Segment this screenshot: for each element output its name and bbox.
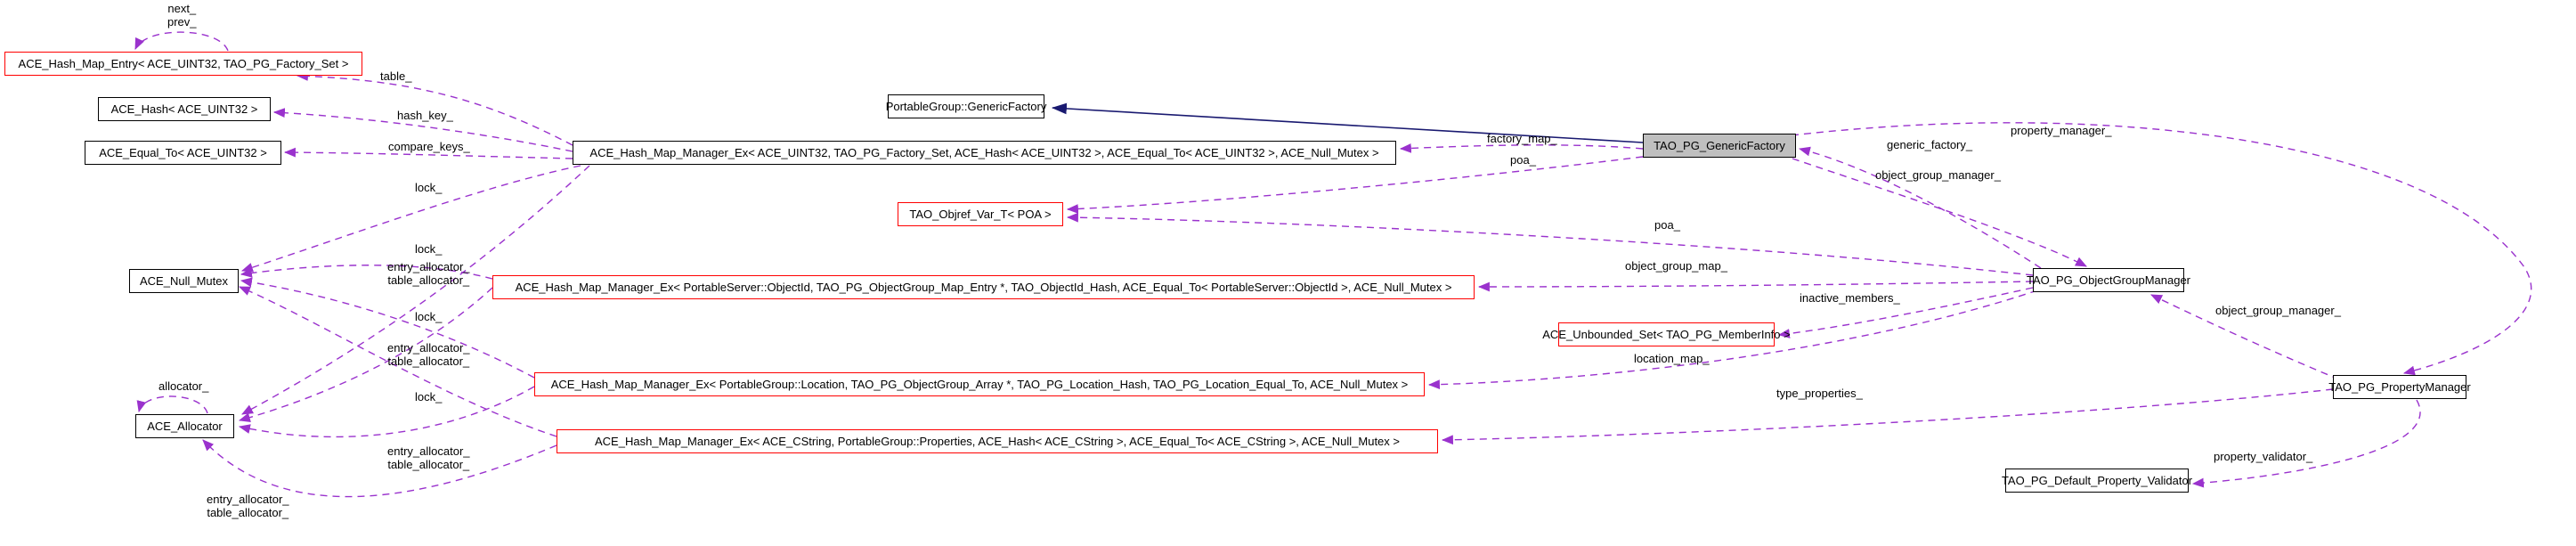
edge-label-compare-keys: compare_keys_ — [388, 140, 470, 153]
edge-object-group-manager-from-factory — [1792, 158, 2087, 267]
edge-label-allocator: allocator_ — [158, 379, 209, 393]
edge-poa-object-group-manager — [1066, 212, 2034, 276]
edge-label-location-map: location_map_ — [1634, 352, 1710, 365]
node-tao-pg-propertymanager[interactable]: TAO_PG_PropertyManager — [2328, 375, 2471, 399]
edge-label-property-manager: property_manager_ — [2011, 124, 2112, 137]
node-label: ACE_Hash_Map_Manager_Ex< ACE_CString, Po… — [595, 435, 1400, 448]
node-label: ACE_Hash< ACE_UINT32 > — [110, 102, 258, 116]
edge-label-generic-factory: generic_factory_ — [1887, 138, 1973, 151]
node-ace-allocator[interactable]: ACE_Allocator — [135, 414, 234, 438]
edge-location-map — [1427, 289, 2038, 390]
edge-label-factory-map: factory_map_ — [1487, 132, 1557, 145]
edge-lock-properties-map — [239, 286, 557, 437]
edge-label-object-group-manager-from-property: object_group_manager_ — [2215, 304, 2341, 317]
node-factory-map-type[interactable]: ACE_Hash_Map_Manager_Ex< ACE_UINT32, TAO… — [573, 141, 1396, 165]
node-label: TAO_PG_GenericFactory — [1654, 139, 1785, 152]
edge-compare-keys — [283, 147, 573, 159]
node-tao-pg-objectgroupmanager[interactable]: TAO_PG_ObjectGroupManager — [2027, 268, 2190, 292]
edge-label-table: table_ — [380, 69, 412, 83]
edge-property-manager — [1791, 122, 2532, 376]
node-label: ACE_Hash_Map_Manager_Ex< ACE_UINT32, TAO… — [589, 146, 1379, 159]
node-location-map-type[interactable]: ACE_Hash_Map_Manager_Ex< PortableGroup::… — [534, 372, 1425, 396]
edge-poa-generic-factory — [1066, 156, 1644, 214]
edge-label-entry-allocator-object-group-map: entry_allocator_ table_allocator_ — [387, 341, 470, 368]
edge-inheritance-genericfactory — [1051, 102, 1644, 143]
node-label: ACE_Hash_Map_Manager_Ex< PortableGroup::… — [550, 378, 1409, 391]
edge-entry-allocator-factory-map — [241, 165, 590, 415]
edge-label-inactive-members: inactive_members_ — [1800, 291, 1900, 305]
edge-label-lock-properties-map: lock_ — [415, 390, 443, 403]
edge-label-entry-allocator-properties-map: entry_allocator_ table_allocator_ — [207, 493, 289, 519]
edge-lock-object-group-map — [240, 265, 493, 280]
node-unbounded-set-memberinfo[interactable]: ACE_Unbounded_Set< TAO_PG_MemberInfo > — [1542, 322, 1791, 346]
node-label: ACE_Allocator — [147, 420, 223, 433]
edge-label-object-group-manager-from-factory: object_group_manager_ — [1875, 168, 2001, 182]
node-ace-null-mutex[interactable]: ACE_Null_Mutex — [129, 269, 239, 293]
edge-inactive-members — [1777, 287, 2034, 338]
node-label: ACE_Null_Mutex — [140, 274, 228, 288]
edge-table — [296, 71, 573, 146]
node-portablegroup-genericfactory[interactable]: PortableGroup::GenericFactory — [885, 94, 1047, 118]
edge-object-group-manager-from-property — [2150, 294, 2340, 380]
node-label: TAO_PG_Default_Property_Validator — [2001, 474, 2193, 487]
edge-label-lock-object-group-map: lock_ — [415, 242, 443, 256]
edge-entry-allocator-object-group-map — [238, 287, 493, 422]
node-label: ACE_Hash_Map_Entry< ACE_UINT32, TAO_PG_F… — [18, 57, 349, 70]
node-ace-hash[interactable]: ACE_Hash< ACE_UINT32 > — [98, 97, 271, 121]
edge-label-hash-key: hash_key_ — [397, 109, 453, 122]
edge-next-prev — [134, 31, 229, 52]
node-object-group-map-type[interactable]: ACE_Hash_Map_Manager_Ex< PortableServer:… — [492, 275, 1475, 299]
node-properties-map-type[interactable]: ACE_Hash_Map_Manager_Ex< ACE_CString, Po… — [557, 429, 1438, 453]
edge-generic-factory — [1798, 146, 2042, 269]
edge-label-poa-generic-factory: poa_ — [1510, 153, 1536, 167]
edge-label-type-properties: type_properties_ — [1776, 387, 1863, 400]
node-hash-map-entry[interactable]: ACE_Hash_Map_Entry< ACE_UINT32, TAO_PG_F… — [4, 52, 362, 76]
edge-factory-map — [1399, 143, 1644, 153]
edge-label-next-prev: next_ prev_ — [167, 2, 197, 29]
edge-label-property-validator: property_validator_ — [2214, 450, 2313, 463]
edge-property-validator — [2191, 399, 2421, 488]
node-tao-pg-default-property-validator[interactable]: TAO_PG_Default_Property_Validator — [2001, 469, 2193, 493]
edge-lock-factory-map — [240, 165, 581, 273]
edge-label-lock-location-map: lock_ — [415, 310, 443, 323]
edge-label-poa-object-group-manager: poa_ — [1654, 218, 1680, 232]
node-tao-pg-genericfactory: TAO_PG_GenericFactory — [1643, 134, 1796, 158]
node-label: TAO_Objref_Var_T< POA > — [909, 208, 1052, 221]
node-objref-var-poa[interactable]: TAO_Objref_Var_T< POA > — [898, 202, 1063, 226]
node-label: PortableGroup::GenericFactory — [885, 100, 1047, 113]
edge-label-lock-factory-map: lock_ — [415, 181, 443, 194]
edge-entry-allocator-properties-map — [202, 439, 557, 498]
edge-object-group-map — [1477, 281, 2034, 292]
node-label: TAO_PG_PropertyManager — [2328, 380, 2471, 394]
edge-entry-allocator-location-map — [238, 386, 535, 438]
edge-lock-location-map — [240, 277, 535, 379]
edge-label-entry-allocator-factory-map: entry_allocator_ table_allocator_ — [387, 260, 470, 287]
edge-label-object-group-map: object_group_map_ — [1625, 259, 1727, 273]
edge-label-entry-allocator-location-map: entry_allocator_ table_allocator_ — [387, 444, 470, 471]
node-label: ACE_Equal_To< ACE_UINT32 > — [99, 146, 267, 159]
node-label: TAO_PG_ObjectGroupManager — [2027, 273, 2191, 287]
node-label: ACE_Unbounded_Set< TAO_PG_MemberInfo > — [1542, 328, 1791, 341]
edge-allocator-self — [136, 395, 208, 414]
edge-type-properties — [1441, 388, 2334, 445]
node-ace-equal-to[interactable]: ACE_Equal_To< ACE_UINT32 > — [85, 141, 281, 165]
node-label: ACE_Hash_Map_Manager_Ex< PortableServer:… — [515, 281, 1452, 294]
